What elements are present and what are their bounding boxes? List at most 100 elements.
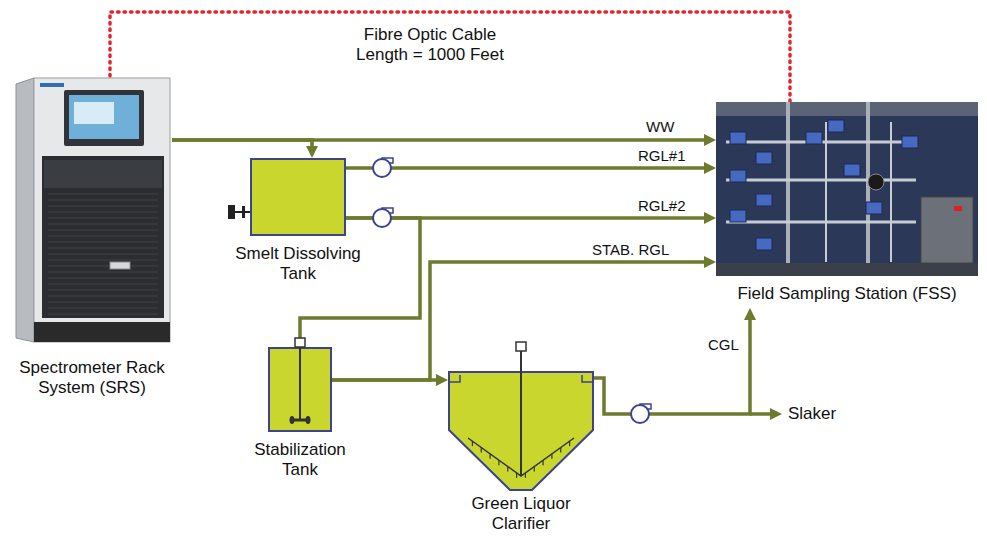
fibre-optic-cable — [110, 12, 790, 102]
pipe-line — [172, 140, 312, 149]
clarifier: Green Liquor Clarifier — [448, 342, 594, 492]
stabilization-tank: Stabilization Tank — [268, 338, 332, 432]
station-top-band — [716, 102, 978, 116]
grille-line — [48, 308, 158, 309]
rake-tooth — [525, 473, 526, 478]
pipe-line — [300, 218, 420, 338]
rake-tooth — [481, 448, 482, 453]
impeller-blade — [290, 416, 295, 424]
tank-body — [251, 159, 345, 235]
valve-box — [828, 120, 844, 132]
grille-line — [48, 260, 158, 261]
clarifier-drawing — [448, 342, 594, 492]
pipe-line — [594, 317, 750, 414]
impeller-blade — [306, 416, 311, 424]
stream-label: RGL#1 — [638, 148, 686, 165]
grille-line — [48, 206, 158, 207]
sample-pipe — [726, 221, 916, 224]
analyzer-cabinet: Spectrometer Rack System (SRS) — [12, 76, 172, 344]
valve-box — [730, 132, 746, 144]
launder — [582, 372, 593, 382]
grille-line — [48, 212, 158, 213]
rake-tooth — [516, 473, 517, 478]
cabinet-logo — [40, 83, 64, 87]
sampling-station: Field Sampling Station (FSS) — [716, 102, 978, 308]
steel-bar — [786, 102, 790, 276]
node-caption: Stabilization Tank — [245, 440, 355, 480]
dissolving-tank-drawing — [250, 158, 346, 236]
grille-line — [48, 314, 158, 315]
grille-line — [48, 230, 158, 231]
rake-tooth — [507, 467, 508, 472]
pump-symbol — [373, 158, 393, 177]
valve-box — [730, 210, 746, 222]
pump-casing — [631, 405, 649, 423]
rake-shaft — [520, 351, 522, 476]
grille-line — [48, 296, 158, 297]
node-caption: Field Sampling Station (FSS) — [716, 284, 978, 304]
rake-tooth — [551, 454, 552, 459]
screen-bezel — [64, 90, 144, 146]
launder — [449, 372, 460, 382]
analyzer-cabinet-drawing — [12, 76, 172, 344]
tank-body — [269, 348, 331, 431]
rake-tooth — [534, 467, 535, 472]
grille-line — [48, 236, 158, 237]
cabinet-front — [34, 78, 170, 342]
grille-line — [48, 266, 158, 267]
upper-panel — [44, 160, 162, 188]
station-floor — [716, 263, 978, 276]
stream-label: STAB. RGL — [592, 242, 669, 259]
station-backdrop — [716, 102, 978, 276]
rake-tooth — [560, 448, 561, 453]
grille-line — [48, 218, 158, 219]
destination-label: Slaker — [788, 404, 836, 424]
grille-line — [48, 224, 158, 225]
rake-teeth — [472, 441, 569, 478]
grille-line — [48, 302, 158, 303]
pump-casing — [373, 209, 391, 227]
rake-tooth — [569, 441, 570, 446]
grille-line — [48, 254, 158, 255]
slaker-feed-line — [750, 412, 773, 416]
grille-line — [48, 278, 158, 279]
agitator-motor — [228, 205, 235, 219]
agitator-shaft — [299, 347, 301, 420]
rake-arm — [468, 438, 574, 476]
node-caption: Smelt Dissolving Tank — [228, 244, 368, 284]
sampling-station-drawing — [716, 102, 978, 276]
control-cabinet — [921, 197, 973, 263]
screen-window — [74, 102, 114, 124]
node-caption: Spectrometer Rack System (SRS) — [12, 358, 172, 398]
door-handle — [110, 262, 130, 269]
rake-tooth — [489, 454, 490, 459]
dissolving-tank: Smelt Dissolving Tank — [250, 158, 346, 236]
smelt-agitator — [228, 205, 250, 219]
sample-pipe — [726, 179, 916, 182]
valve-box — [756, 238, 772, 250]
grille-line — [48, 248, 158, 249]
rake-drive — [516, 342, 526, 351]
plinth — [34, 322, 170, 342]
pipe-line — [332, 378, 439, 382]
valve-box — [756, 152, 772, 164]
rake-tooth — [542, 460, 543, 465]
stabilization-tank-drawing — [268, 338, 332, 432]
agitator-blade — [242, 206, 245, 218]
grille-line — [48, 272, 158, 273]
valve-box — [902, 136, 918, 148]
node-caption: Green Liquor Clarifier — [461, 494, 581, 534]
pump-casing — [373, 159, 391, 177]
pump-symbol — [631, 404, 651, 423]
grille-line — [48, 194, 158, 195]
grille-line — [48, 284, 158, 285]
pipe-line — [332, 262, 707, 380]
connector-group — [110, 12, 790, 414]
rake-tooth — [472, 441, 473, 446]
valve-box — [844, 164, 860, 176]
stream-label: CGL — [708, 337, 739, 354]
grille — [48, 194, 158, 314]
rake-tooth — [498, 460, 499, 465]
steel-bar — [866, 102, 870, 276]
